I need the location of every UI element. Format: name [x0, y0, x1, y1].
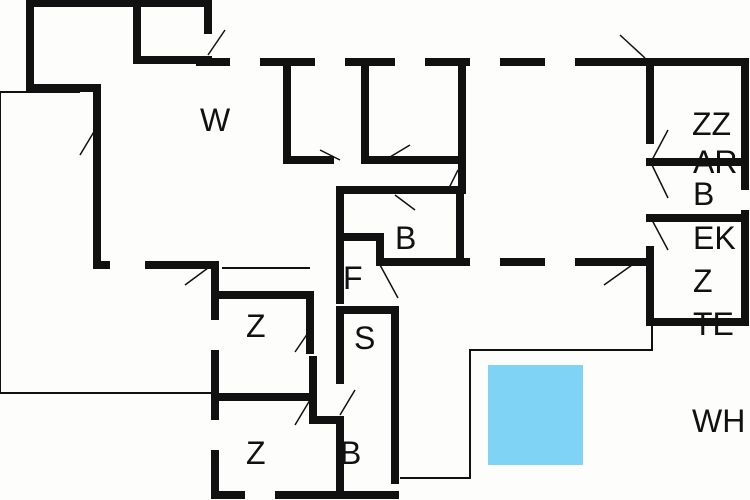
room-label-te: TE: [693, 306, 734, 342]
room-label-b: B: [395, 220, 417, 256]
room-label-z: Z: [246, 308, 266, 344]
room-label-wh: WH: [692, 403, 746, 439]
room-label-ar: AR: [693, 144, 738, 180]
door-swings: [79, 29, 669, 426]
room-label-f: F: [343, 260, 363, 296]
room-label-z: Z: [693, 263, 713, 299]
windows: [110, 58, 749, 499]
room-label-b: B: [340, 435, 362, 471]
pool: [488, 365, 583, 465]
walls: [26, 0, 749, 499]
room-label-z: Z: [246, 435, 266, 471]
room-label-b: B: [693, 176, 715, 212]
room-label-w: W: [200, 102, 231, 138]
room-label-ek: EK: [693, 220, 736, 256]
room-label-zz: ZZ: [692, 106, 732, 142]
room-label-s: S: [354, 320, 376, 356]
